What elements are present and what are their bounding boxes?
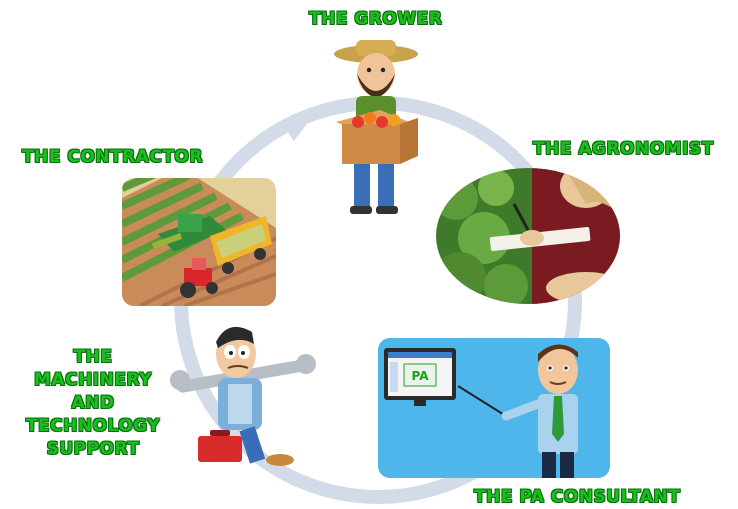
machinery-label-line: TECHNOLOGY: [25, 415, 161, 436]
machinery-label: THE MACHINERY AND TECHNOLOGY SUPPORT: [8, 346, 178, 461]
agronomist-photo: [436, 168, 620, 304]
agronomist-label: THE AGRONOMIST: [533, 139, 714, 159]
cycle-arrowhead: [280, 117, 312, 141]
mechanic-illustration: [170, 326, 316, 466]
contractor-label: THE CONTRACTOR: [22, 147, 203, 167]
monitor-pa-text: PA: [412, 369, 430, 383]
grower-label: THE GROWER: [309, 9, 443, 29]
machinery-label-line: SUPPORT: [46, 438, 140, 459]
machinery-label-line: AND: [71, 392, 115, 413]
pa-consultant-label: THE PA CONSULTANT: [474, 487, 681, 507]
contractor-illustration: [122, 178, 276, 306]
machinery-label-line: MACHINERY: [34, 369, 152, 390]
grower-illustration: [334, 40, 418, 214]
machinery-label-line: THE: [73, 347, 113, 367]
pa-consultant-panel: PA: [378, 338, 610, 478]
